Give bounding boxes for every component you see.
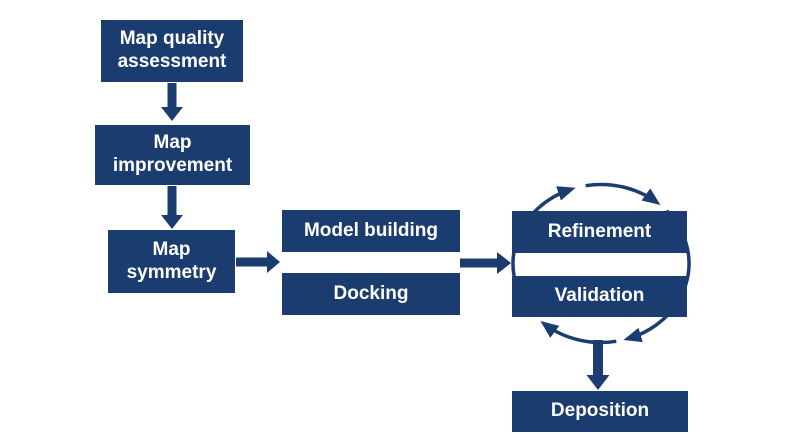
flow-arrows bbox=[161, 83, 610, 390]
node-label: Validation bbox=[554, 285, 645, 307]
node-label: Model building bbox=[303, 219, 439, 241]
arrow-modeling-to-refinement bbox=[460, 252, 511, 274]
cycle-arc-top bbox=[585, 182, 661, 206]
node-label: Map symmetry bbox=[126, 238, 217, 283]
node-validation: Validation bbox=[512, 276, 687, 317]
node-label: Deposition bbox=[550, 400, 650, 422]
arrow-cycle-to-deposition bbox=[586, 340, 610, 390]
node-label: Docking bbox=[333, 282, 409, 304]
node-label: Map improvement bbox=[112, 132, 233, 176]
node-label: Refinement bbox=[547, 220, 652, 242]
node-map-quality-assessment: Map quality assessment bbox=[101, 20, 243, 82]
arrow-quality-to-improvement bbox=[161, 83, 183, 121]
node-deposition: Deposition bbox=[512, 391, 688, 432]
arrow-symmetry-to-modeling bbox=[236, 251, 280, 273]
node-docking: Docking bbox=[282, 273, 460, 315]
cycle-arrow bbox=[511, 182, 691, 345]
node-refinement: Refinement bbox=[512, 211, 687, 253]
arrow-improvement-to-symmetry bbox=[161, 186, 183, 229]
cycle-arc-bottom bbox=[540, 320, 617, 345]
node-model-building: Model building bbox=[282, 210, 460, 252]
node-map-improvement: Map improvement bbox=[95, 125, 250, 185]
node-label: Map quality assessment bbox=[117, 28, 227, 72]
node-map-symmetry: Map symmetry bbox=[108, 230, 235, 293]
